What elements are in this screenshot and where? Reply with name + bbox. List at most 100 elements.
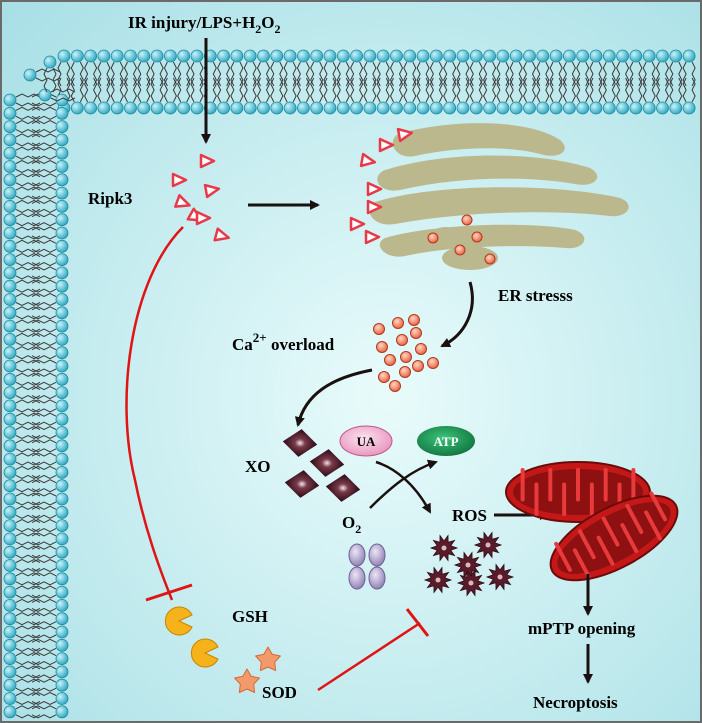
sod-inhibition-line	[317, 621, 421, 692]
phospholipid	[31, 705, 69, 719]
ripk3-triangle	[174, 194, 191, 208]
sod-inhibition-bar	[405, 608, 430, 637]
phospholipid	[31, 346, 69, 360]
phospholipid	[536, 77, 550, 115]
phospholipid	[31, 638, 69, 652]
superoxide-dismutase-molecules	[234, 646, 281, 693]
phospholipid	[243, 49, 257, 87]
uric-acid-node: UA	[339, 425, 393, 457]
phospholipid	[31, 545, 69, 559]
ripk3-inhibition-line	[125, 226, 184, 601]
phospholipid	[150, 49, 164, 87]
phospholipid	[549, 77, 563, 115]
calcium-ion	[484, 253, 496, 265]
phospholipid	[483, 77, 497, 115]
phospholipid	[217, 77, 231, 115]
phospholipid	[416, 49, 430, 87]
calcium-ion	[378, 371, 390, 383]
calcium-ion	[471, 231, 483, 243]
phospholipid	[31, 266, 69, 280]
phospholipid	[3, 452, 41, 466]
phospholipid	[31, 691, 69, 706]
phospholipid	[31, 93, 69, 107]
phospholipid	[3, 346, 41, 360]
ripk3-triangle	[171, 172, 188, 188]
er-to-calcium-arrow	[440, 281, 474, 348]
phospholipid	[350, 49, 364, 87]
phospholipid	[3, 532, 41, 546]
phospholipid	[3, 386, 41, 400]
phospholipid	[655, 77, 670, 115]
phospholipid	[31, 292, 69, 307]
calcium-ion	[384, 354, 396, 366]
phospholipid	[123, 77, 138, 115]
phospholipid	[3, 638, 41, 652]
oxygen-molecule	[368, 543, 386, 567]
phospholipid	[3, 253, 41, 267]
phospholipid	[31, 199, 69, 213]
phospholipid	[31, 532, 69, 546]
phospholipid	[283, 77, 297, 115]
phospholipid	[31, 306, 69, 320]
phospholipid	[336, 77, 350, 115]
phospholipid	[31, 465, 69, 479]
ripk3-on-er	[349, 127, 414, 245]
calcium-ion	[454, 244, 466, 256]
phospholipid	[270, 77, 284, 115]
phospholipid	[31, 519, 69, 533]
phospholipid	[469, 77, 483, 115]
phospholipid	[389, 77, 404, 115]
phospholipid	[31, 412, 69, 426]
phospholipid	[429, 77, 443, 115]
calcium-ion	[392, 317, 404, 329]
phospholipid	[642, 77, 656, 115]
phospholipid	[443, 77, 457, 115]
phospholipid	[31, 558, 69, 573]
phospholipid	[3, 492, 41, 506]
calcium-ion	[389, 380, 401, 392]
atp-label: ATP	[433, 434, 458, 449]
ripk3-label: Ripk3	[88, 189, 132, 208]
phospholipid	[403, 49, 417, 87]
calcium-ions	[373, 314, 439, 392]
phospholipid	[31, 133, 69, 147]
calcium-to-xo-arrow	[294, 368, 373, 427]
ripk3-triangle	[396, 127, 414, 143]
phospholipid	[23, 68, 61, 82]
phospholipid	[496, 49, 510, 87]
calcium-ion	[427, 357, 439, 369]
phospholipid	[31, 146, 69, 160]
calcium-ion	[396, 334, 408, 346]
phospholipid	[296, 77, 310, 115]
phospholipid	[31, 665, 69, 679]
ripk3-triangle	[366, 181, 383, 197]
phospholipid	[31, 159, 69, 174]
phospholipid	[31, 505, 69, 519]
phospholipid	[31, 612, 69, 626]
phospholipid	[509, 77, 523, 115]
phospholipid	[31, 319, 69, 333]
ripk3-triangle	[195, 210, 212, 226]
phospholipid	[350, 77, 364, 115]
xo-label: XO	[245, 457, 271, 476]
sod-label: SOD	[262, 683, 297, 702]
gsh-molecule	[164, 606, 193, 636]
ripk3-triangle	[364, 229, 381, 245]
phospholipid	[363, 77, 377, 115]
endoplasmic-reticulum	[369, 123, 629, 270]
phospholipid	[31, 253, 69, 267]
phospholipid	[177, 77, 191, 115]
phospholipid	[38, 88, 76, 102]
mitochondria	[505, 461, 679, 582]
phospholipid	[629, 77, 643, 115]
phospholipid	[31, 106, 69, 120]
phospholipid	[376, 49, 390, 87]
phospholipid	[137, 77, 151, 115]
phospholipid	[31, 492, 69, 506]
phospholipid	[31, 439, 69, 453]
phospholipid	[616, 49, 630, 87]
phospholipid	[602, 77, 616, 115]
phospholipid	[31, 226, 69, 240]
ripk3-triangle	[366, 199, 383, 215]
